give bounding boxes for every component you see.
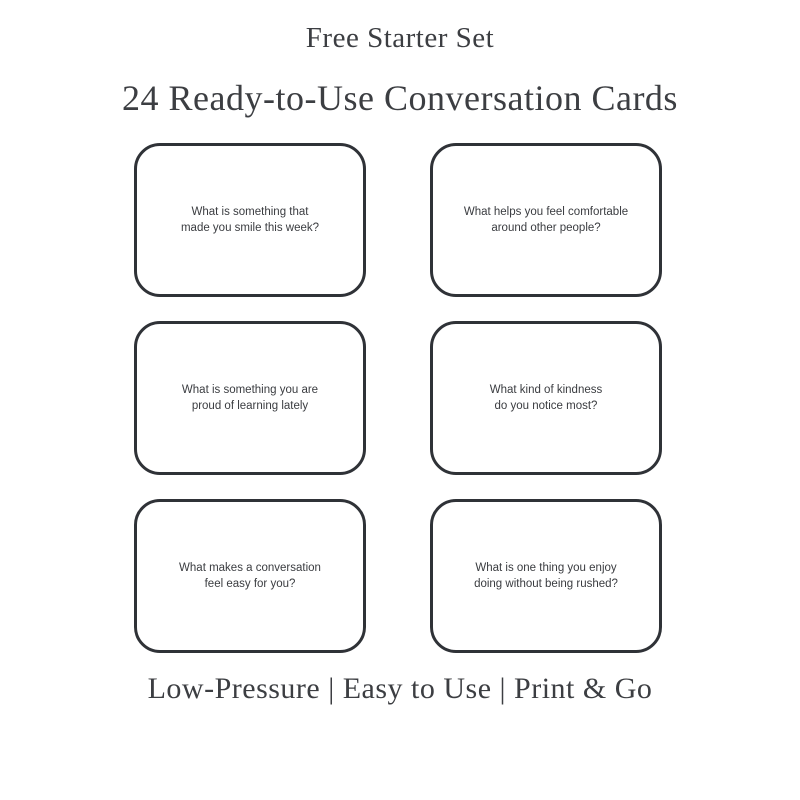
conversation-card: What makes a conversation feel easy for … — [134, 499, 366, 653]
conversation-card: What is something that made you smile th… — [134, 143, 366, 297]
conversation-card: What is one thing you enjoy doing withou… — [430, 499, 662, 653]
card-question: What is one thing you enjoy doing withou… — [474, 562, 618, 590]
footer-tagline: Low-Pressure | Easy to Use | Print & Go — [147, 672, 653, 705]
card-question: What is something that made you smile th… — [180, 206, 320, 234]
card-question: What is something you are proud of learn… — [181, 384, 319, 412]
conversation-card: What kind of kindness do you notice most… — [430, 321, 662, 475]
card-question: What makes a conversation feel easy for … — [179, 562, 321, 590]
page-subtitle: Free Starter Set — [305, 22, 495, 54]
conversation-card: What is something you are proud of learn… — [134, 321, 366, 475]
page-title: 24 Ready-to-Use Conversation Cards — [122, 78, 678, 118]
conversation-card: What helps you feel comfortable around o… — [430, 143, 662, 297]
card-question: What helps you feel comfortable around o… — [463, 206, 629, 234]
card-question: What kind of kindness do you notice most… — [489, 384, 603, 412]
